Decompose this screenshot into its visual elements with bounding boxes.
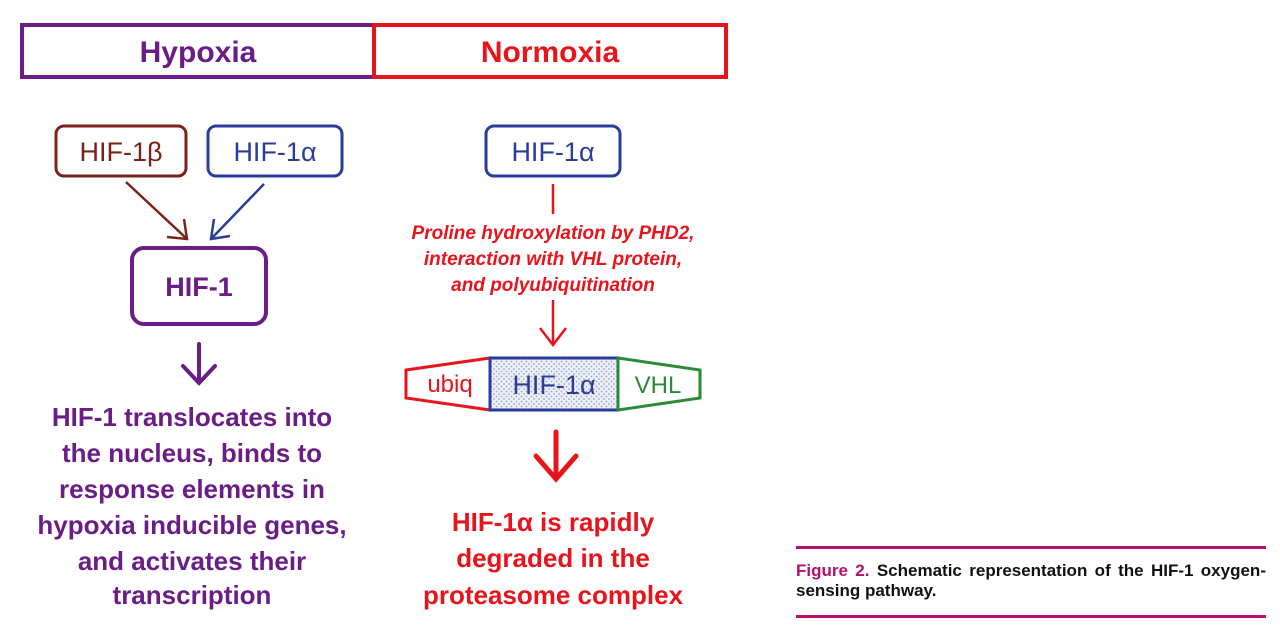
hif1-box [130, 246, 268, 326]
vhl-label: VHL [635, 372, 682, 399]
caption-text: Schematic representation of the HIF-1 ox… [796, 561, 1266, 600]
figure-caption: Figure 2. Schematic representation of th… [796, 546, 1266, 618]
figure-label: Figure 2. [796, 561, 870, 580]
hypoxia-outcome-line: the nucleus, binds to [62, 438, 322, 468]
hif1a-label-hypoxia: HIF-1α [233, 137, 316, 167]
ubiq-label: ubiq [427, 371, 472, 398]
hif1a-complex-label: HIF-1α [512, 370, 595, 400]
normoxia-header-label: Normoxia [481, 36, 620, 69]
hif1b-arrow [125, 181, 189, 241]
hif1a-complex-box [488, 356, 620, 412]
hif1b-box [54, 124, 188, 178]
process-line: and polyubiquitination [451, 275, 655, 296]
hypoxia-outcome-line: and activates their [78, 546, 306, 576]
hif1-label: HIF-1 [165, 272, 233, 302]
normoxia-thick-arrow [533, 429, 579, 483]
normoxia-process-text: Proline hydroxylation by PHD2, interacti… [412, 223, 695, 296]
hypoxia-outcome-text: HIF-1 translocates into the nucleus, bin… [37, 402, 346, 610]
hif1a-arrow-hypoxia [209, 183, 265, 241]
hypoxia-outcome-line: transcription [113, 580, 272, 610]
normoxia-thin-arrow [539, 300, 567, 348]
normoxia-outcome-line: proteasome complex [423, 580, 684, 610]
hypoxia-outcome-line: HIF-1 translocates into [52, 402, 332, 432]
normoxia-outcome-text: HIF-1α is rapidly degraded in the protea… [423, 507, 684, 610]
normoxia-outcome-line: degraded in the [456, 543, 650, 573]
process-line: Proline hydroxylation by PHD2, [412, 223, 695, 244]
normoxia-outcome-line: HIF-1α is rapidly [452, 507, 655, 537]
hypoxia-outcome-line: response elements in [59, 474, 325, 504]
hypoxia-header-label: Hypoxia [140, 36, 257, 69]
normoxia-header-box [372, 23, 728, 79]
hif1a-box-hypoxia [206, 124, 344, 178]
hypoxia-down-arrow [181, 342, 217, 386]
hif1b-label: HIF-1β [79, 137, 162, 167]
hif1a-box-normoxia [484, 124, 622, 178]
hypoxia-outcome-line: hypoxia inducible genes, [37, 510, 346, 540]
vhl-tag [616, 356, 702, 412]
hif1a-label-normoxia: HIF-1α [511, 137, 594, 167]
process-line: interaction with VHL protein, [424, 249, 682, 270]
